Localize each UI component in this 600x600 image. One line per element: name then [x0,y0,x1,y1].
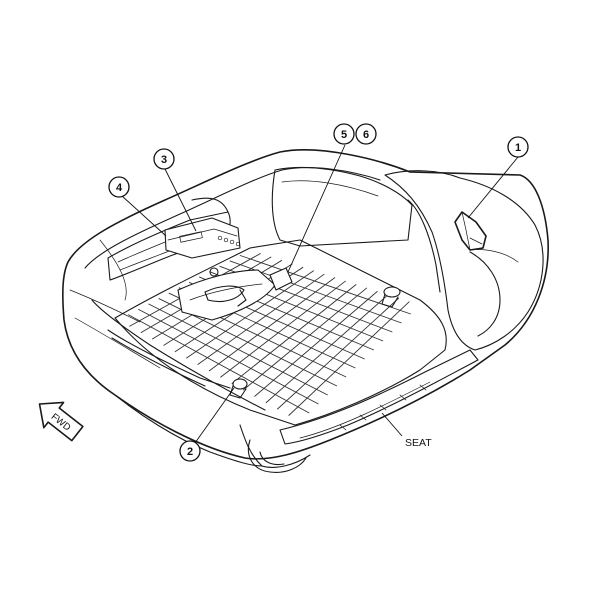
tube-fitting [269,267,293,291]
right-knob [381,286,401,308]
seat-base-shell [62,149,549,468]
control-panel [164,217,241,259]
grid-line-col [208,277,336,372]
forward-arrow-icon: FWD [38,401,84,442]
grid-line-col [276,297,400,410]
callout-2: 2 [179,440,201,462]
grid-line-col [185,270,315,359]
grid-line-col [254,290,378,397]
callout-2-text: 2 [187,446,193,458]
cushion-grid-lines [127,253,411,416]
grid-line-col [231,284,357,385]
grid-line-col [197,273,325,365]
callout-6: 6 [355,123,377,145]
leader-seat [381,412,403,437]
seat-slide-rail [247,349,479,473]
callout-6-text: 6 [363,129,369,141]
leader-3 [164,168,197,232]
callout-1-text: 1 [515,142,521,154]
callout-4: 4 [108,176,130,198]
center-recess [177,267,276,321]
grid-line-col [242,287,368,391]
backrest-cushion [271,167,441,293]
leader-1 [467,156,519,219]
leader-2 [194,387,235,444]
right-armrest [384,170,544,351]
seat-cushion-grid [114,239,447,426]
grid-line-col [220,280,346,378]
callout-5-text: 5 [341,129,347,141]
callout-1: 1 [507,136,529,158]
callout-3-text: 3 [161,154,167,166]
callout-5: 5 [333,123,355,145]
callout-3: 3 [153,148,175,170]
leader-lines [121,144,519,444]
grid-line-col [288,301,410,416]
callout-4-text: 4 [116,182,123,194]
front-knob [229,378,248,399]
leader-5-6 [287,144,346,273]
seat-label: SEAT [405,437,432,449]
grid-line-col [265,294,389,404]
leader-4 [121,195,167,237]
